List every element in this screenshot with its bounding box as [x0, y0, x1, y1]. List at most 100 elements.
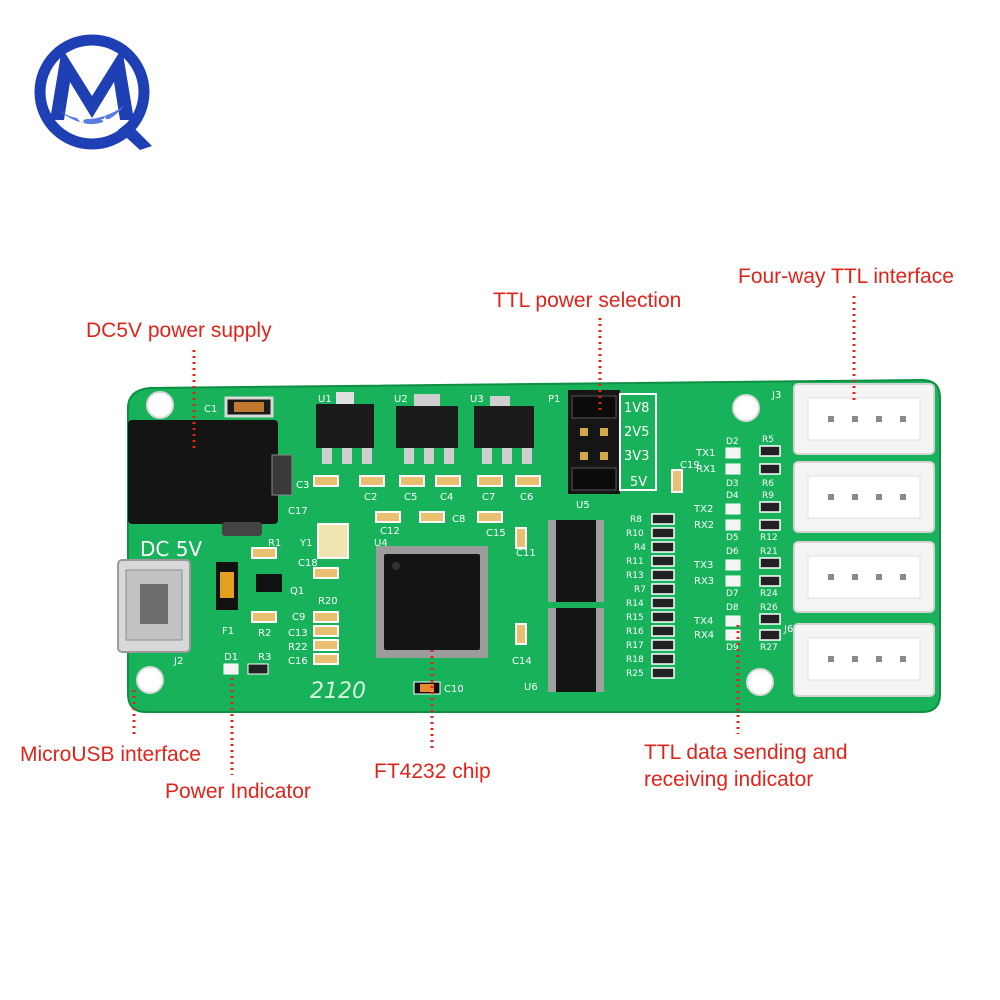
silk-u2: U2	[394, 394, 408, 405]
jumper-cap	[571, 467, 617, 491]
dc-jack-pin	[222, 522, 262, 536]
silk-resistor-label: R13	[626, 571, 644, 581]
connector-pin	[828, 574, 834, 580]
connector-pin	[876, 494, 882, 500]
regulator-tab	[336, 392, 354, 404]
led	[725, 447, 741, 459]
smd-component	[477, 475, 503, 487]
connector-pin	[876, 574, 882, 580]
smd-component	[313, 567, 339, 579]
regulator-pin	[362, 448, 372, 464]
silk-r2: R2	[258, 628, 271, 639]
smd-component	[251, 611, 277, 623]
silk-c12: C12	[380, 526, 400, 537]
resistor	[759, 519, 781, 531]
silk-led-designator: D6	[726, 547, 739, 557]
silk-c18: C18	[298, 558, 318, 569]
connector-pin	[852, 494, 858, 500]
connector-pin	[900, 494, 906, 500]
silk-resistor-label: R18	[626, 655, 644, 665]
silk-resistor-label: R7	[634, 585, 646, 595]
silk-version: 2120	[310, 679, 366, 704]
ttl-connector-2	[793, 461, 935, 533]
regulator-pin	[482, 448, 492, 464]
silk-resistor-label: R15	[626, 613, 644, 623]
pcb-board	[117, 378, 941, 713]
callout-four-way-ttl: Four-way TTL interface	[738, 265, 954, 288]
callout-ft4232: FT4232 chip	[374, 760, 491, 783]
led	[725, 575, 741, 587]
silk-power-option: 2V5	[624, 425, 649, 440]
silk-led-resistor: R9	[762, 491, 774, 501]
power-led-d1	[223, 663, 239, 675]
silk-y1: Y1	[299, 538, 312, 549]
resistor	[651, 513, 675, 525]
chip-pin1-mark	[392, 562, 400, 570]
regulator-pin	[404, 448, 414, 464]
smd-component	[515, 475, 541, 487]
connector-pin	[900, 656, 906, 662]
smd-component	[419, 511, 445, 523]
silk-channel-label: RX1	[696, 464, 716, 475]
smd-component	[251, 547, 277, 559]
logo-tail	[118, 122, 152, 150]
ft4232-chip	[376, 546, 488, 658]
silk-channel-label: TX3	[693, 560, 713, 571]
silk-u5: U5	[576, 500, 590, 511]
resistor	[759, 629, 781, 641]
resistor	[759, 557, 781, 569]
regulator-u1	[316, 392, 374, 464]
smd-component	[515, 623, 527, 645]
silk-power-option: 1V8	[624, 401, 649, 416]
smd-component	[313, 625, 339, 637]
header-pin	[600, 452, 608, 460]
silk-r3: R3	[258, 652, 271, 663]
header-pin	[600, 428, 608, 436]
led	[725, 615, 741, 627]
silk-channel-label: TX2	[693, 504, 713, 515]
smd-component	[313, 475, 339, 487]
jumper-header-p1	[568, 390, 657, 494]
silk-resistor-label: R11	[626, 557, 644, 567]
resistor	[651, 625, 675, 637]
silk-u4: U4	[374, 538, 388, 549]
connector-pin	[828, 416, 834, 422]
silk-led-resistor: R5	[762, 435, 774, 445]
callout-leaders	[132, 296, 856, 775]
silk-j2: J2	[173, 656, 183, 667]
resistor	[651, 667, 675, 679]
silk-led-resistor: R26	[760, 603, 778, 613]
power-option-box	[619, 393, 657, 491]
resistor	[651, 653, 675, 665]
mounting-hole	[146, 391, 174, 419]
header-pin	[580, 428, 588, 436]
silk-led-designator: D8	[726, 603, 739, 613]
regulator-body	[396, 406, 458, 448]
silk-channel-label: RX2	[694, 520, 714, 531]
smd-component	[515, 527, 527, 549]
regulator-pin	[502, 448, 512, 464]
silk-led-resistor: R12	[760, 533, 778, 543]
micro-usb-connector	[117, 559, 191, 653]
logo-ring	[34, 34, 150, 150]
usb-port-icon	[140, 584, 168, 624]
callout-dc5v-power: DC5V power supply	[86, 319, 272, 342]
silk-led-designator: D2	[726, 437, 739, 447]
silk-c4: C4	[440, 492, 453, 503]
regulator-u2	[396, 394, 458, 464]
silk-led-designator: D5	[726, 533, 739, 543]
callout-ttl-power-selection: TTL power selection	[493, 289, 682, 312]
header-pin	[580, 452, 588, 460]
silk-led-designator: D9	[726, 643, 739, 653]
silk-d1: D1	[224, 652, 238, 663]
logo-star-icon: ★	[76, 113, 87, 127]
led	[725, 503, 741, 515]
ic-u6	[548, 608, 604, 692]
silk-c9: C9	[292, 612, 305, 623]
logo-star-icon: ★	[100, 115, 110, 127]
silk-u1: U1	[318, 394, 332, 405]
silk-power-option: 5V	[630, 475, 647, 490]
silk-f1: F1	[222, 626, 234, 637]
resistor	[759, 501, 781, 513]
resistor	[651, 555, 675, 567]
